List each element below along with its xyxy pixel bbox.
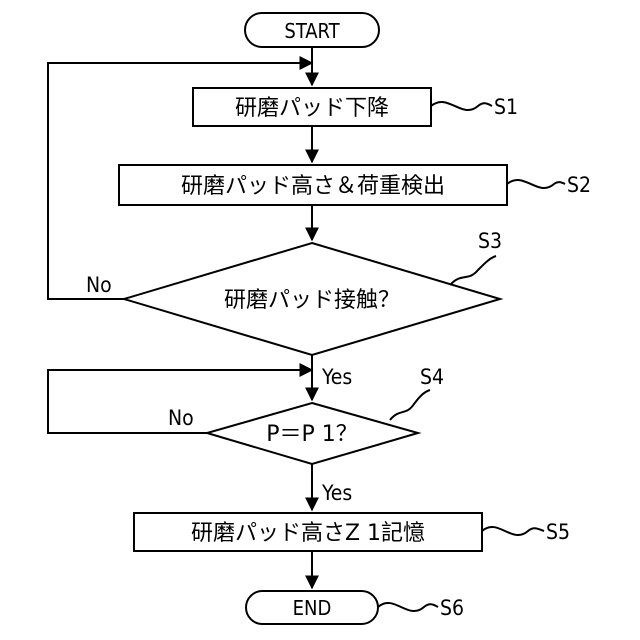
leader-s3 — [450, 256, 496, 285]
leader-s6 — [378, 603, 438, 611]
process-s2-text: 研磨パッド高さ＆荷重検出 — [181, 174, 445, 199]
leader-s2 — [507, 180, 565, 188]
process-s1-text: 研磨パッド下降 — [235, 96, 389, 121]
decision-s3-text: 研磨パッド接触？ — [224, 288, 400, 313]
step-label-s4: S4 — [420, 365, 444, 389]
step-label-s6: S6 — [440, 596, 464, 620]
process-s5-text: 研磨パッド高さZ 1記憶 — [191, 521, 425, 546]
end-label: END — [293, 596, 332, 620]
branch-s4-yes: Yes — [321, 481, 352, 505]
branch-s3-yes: Yes — [321, 365, 352, 389]
step-label-s2: S2 — [567, 173, 591, 197]
step-label-s3: S3 — [478, 229, 502, 253]
branch-s4-no: No — [168, 406, 194, 430]
step-label-s5: S5 — [546, 520, 570, 544]
branch-s3-no: No — [86, 273, 112, 297]
leader-s5 — [482, 527, 544, 535]
start-label: START — [284, 19, 340, 43]
leader-s4 — [390, 390, 430, 420]
decision-s4-text: P＝P 1？ — [266, 422, 358, 447]
step-label-s1: S1 — [494, 95, 518, 119]
leader-s1 — [431, 102, 492, 110]
